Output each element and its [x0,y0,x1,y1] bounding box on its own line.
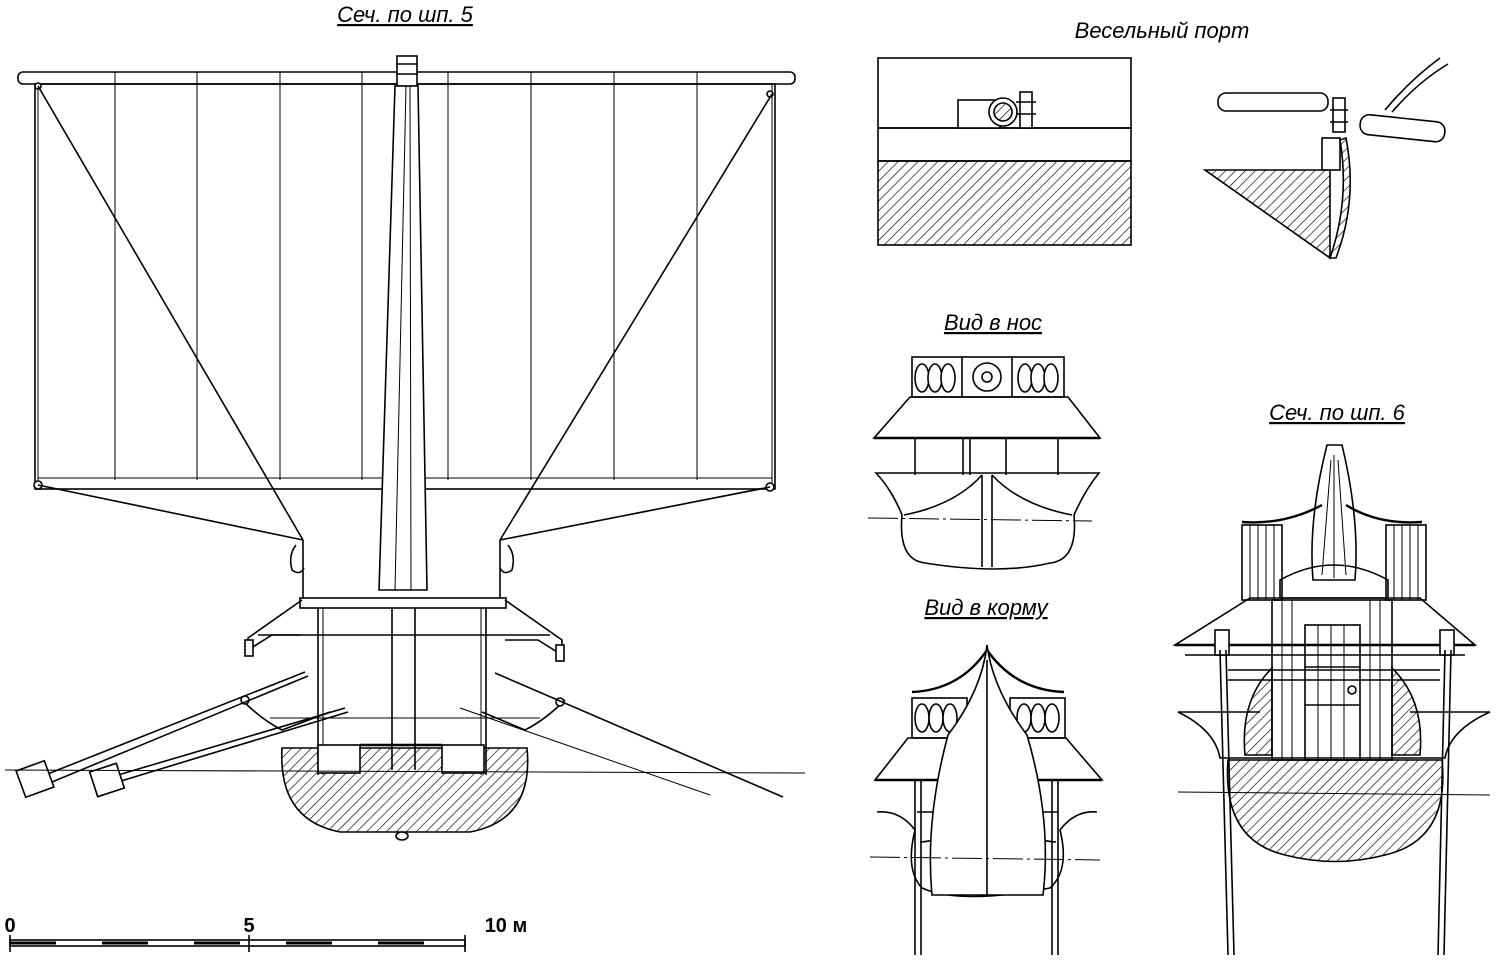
hull-section-5 [280,743,529,841]
oar-port-front [877,57,1132,246]
scale-bar: 0 5 10 м [4,915,527,952]
mast [378,55,428,770]
section-5-title: Сеч. по шп. 5 [337,2,474,27]
scale-tick-5: 5 [243,915,254,937]
outriggers [240,695,566,731]
section-6-title: Сеч. по шп. 6 [1269,400,1406,425]
oar-port-side [1202,57,1449,260]
scale-tick-10: 10 м [485,915,528,937]
oar-port-title: Весельный порт [1075,18,1250,43]
rigging-lines [37,85,773,598]
oar-port-drawing: Весельный порт [877,18,1449,260]
section-5-drawing: Сеч. по шп. 5 [4,2,806,841]
bow-view-drawing: Вид в нос [867,310,1102,570]
scale-tick-0: 0 [4,915,15,937]
stern-view-drawing: Вид в корму [869,595,1104,955]
bow-view-title: Вид в нос [944,310,1042,335]
section-6-drawing: Сеч. по шп. 6 [1172,400,1491,956]
stern-view-title: Вид в корму [924,595,1049,620]
waterline [4,769,806,774]
